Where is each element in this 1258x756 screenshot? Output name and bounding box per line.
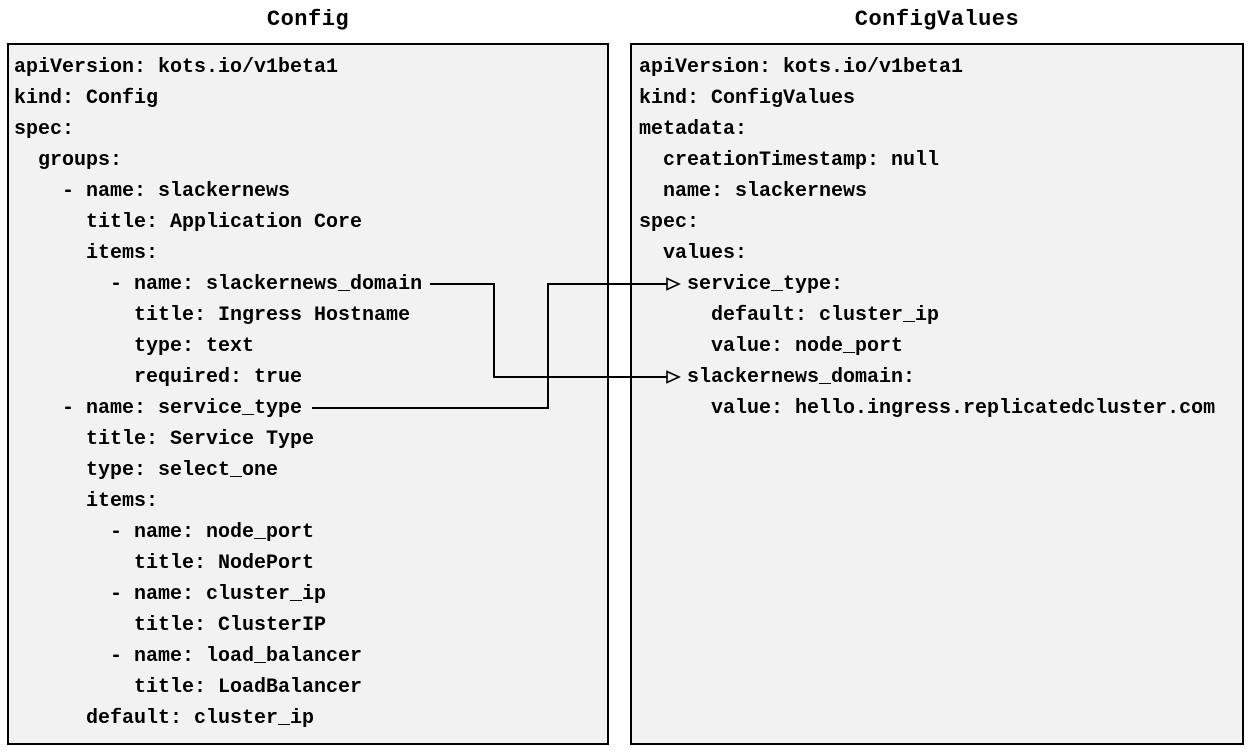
- config-panel-title: Config: [266, 7, 350, 32]
- config-yaml-code: apiVersion: kots.io/v1beta1 kind: Config…: [14, 56, 423, 730]
- configvalues-yaml-box: apiVersion: kots.io/v1beta1 kind: Config…: [630, 43, 1244, 745]
- configvalues-panel-title: ConfigValues: [854, 7, 1020, 32]
- configvalues-yaml-code: apiVersion: kots.io/v1beta1 kind: Config…: [639, 56, 1216, 420]
- config-yaml-box: apiVersion: kots.io/v1beta1 kind: Config…: [7, 43, 609, 745]
